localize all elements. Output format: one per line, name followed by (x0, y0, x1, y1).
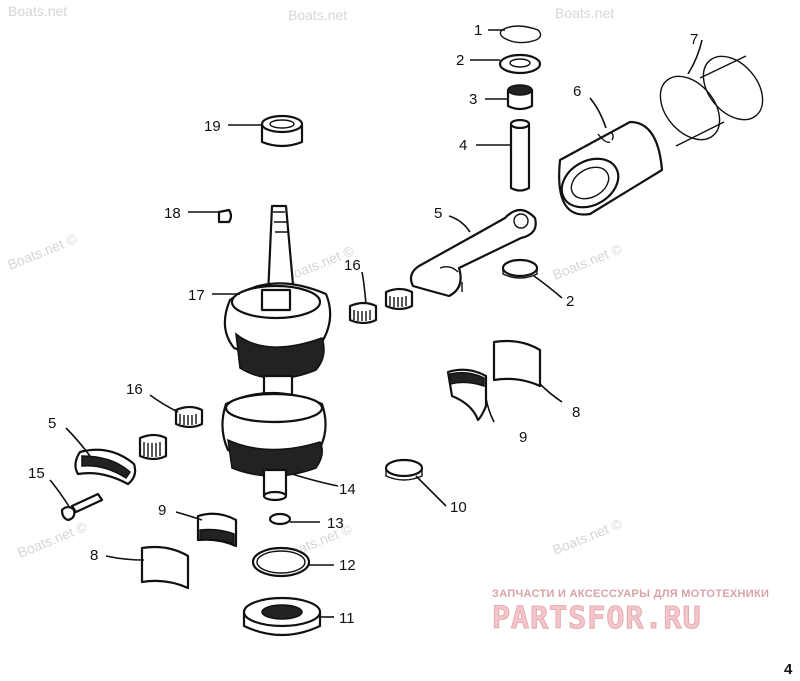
watermark: Boats.net (555, 5, 614, 21)
callout-label: 4 (459, 137, 467, 154)
callout-label: 8 (90, 547, 98, 564)
callout-label: 8 (572, 404, 580, 421)
part-thrust-washer-upper (498, 53, 542, 75)
part-cap-screw (60, 492, 104, 522)
watermark: Boats.net (288, 7, 347, 23)
part-thrust-washer-lower (501, 258, 539, 279)
callout-label: 9 (158, 502, 166, 519)
part-connecting-rod (409, 208, 537, 298)
part-retaining-ring (384, 458, 424, 481)
part-oil-seal (242, 596, 322, 637)
callout-label: 10 (450, 499, 467, 516)
watermark: Boats.net © (5, 230, 80, 273)
callout-label: 3 (469, 91, 477, 108)
part-rod-cap (74, 448, 137, 486)
watermark: Boats.net © (550, 515, 625, 558)
callout-label: 2 (456, 52, 464, 69)
callout-label: 19 (204, 118, 221, 135)
callout-label: 13 (327, 515, 344, 532)
callout-label: 12 (339, 557, 356, 574)
callout-label: 11 (339, 610, 355, 627)
watermark: Boats.net © (550, 240, 625, 283)
callout-label: 17 (188, 287, 205, 304)
part-bearing-half-lower (196, 512, 238, 548)
part-crankshaft-upper (223, 204, 332, 380)
watermark: Boats.net © (15, 518, 90, 561)
brand-logo: PARTSFOR.RU (492, 601, 702, 636)
part-piston (558, 120, 664, 216)
part-piston-rings (659, 55, 764, 147)
callout-label: 18 (164, 205, 181, 222)
part-small-o-ring (268, 512, 292, 526)
part-bearing-liner-lower (140, 545, 190, 590)
part-roller-bearing-upper (348, 287, 414, 325)
part-needle-bearing (506, 84, 534, 111)
callout-label: 15 (28, 465, 45, 482)
part-roller-bearing-lower (138, 405, 204, 461)
part-woodruff-key (217, 208, 233, 224)
callout-label: 7 (690, 31, 698, 48)
part-retaining-clip (499, 25, 542, 44)
part-upper-bushing (260, 114, 304, 148)
callout-label: 5 (48, 415, 56, 432)
part-bearing-liner-upper (492, 339, 542, 388)
callout-label: 6 (573, 83, 581, 100)
part-crankshaft-lower (221, 374, 327, 502)
page-number: 4 (784, 661, 793, 678)
callout-label: 9 (519, 429, 527, 446)
brand-tagline: ЗАПЧАСТИ И АКСЕССУАРЫ ДЛЯ МОТОТЕХНИКИ (492, 588, 769, 600)
part-bearing-half-upper (446, 368, 488, 422)
callout-label: 16 (126, 381, 143, 398)
part-piston-pin (509, 118, 531, 192)
callout-label: 2 (566, 293, 574, 310)
watermark: Boats.net (8, 3, 67, 19)
callout-label: 5 (434, 205, 442, 222)
part-o-ring (251, 546, 311, 578)
callout-label: 16 (344, 257, 361, 274)
callout-label: 1 (474, 22, 482, 39)
callout-label: 14 (339, 481, 356, 498)
